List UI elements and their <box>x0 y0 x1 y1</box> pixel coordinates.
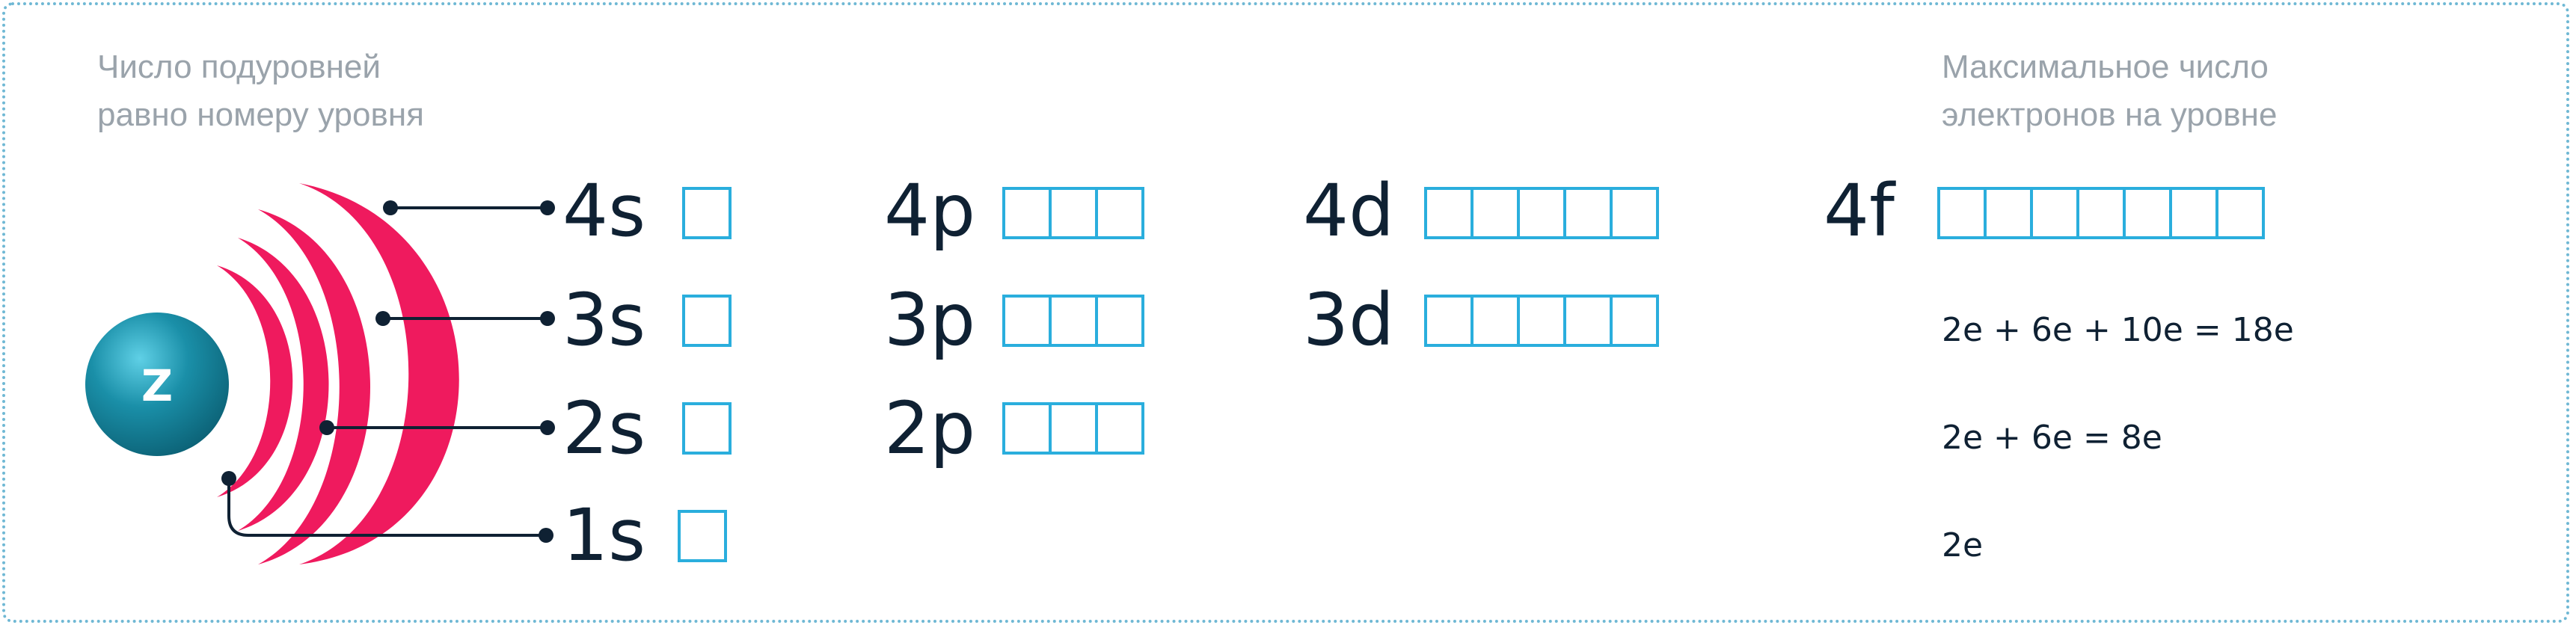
orbital-box <box>1095 295 1144 347</box>
orbital-box <box>1563 187 1613 239</box>
connectors <box>227 206 548 537</box>
shell-1 <box>217 265 293 497</box>
connector-1s <box>227 478 546 537</box>
orbitals-3p <box>1002 295 1144 347</box>
orbital-box <box>1471 295 1520 347</box>
orbital-box <box>1095 402 1144 455</box>
capacity-level-3: 2e + 6e + 10e = 18e <box>1942 311 2294 349</box>
shell-3 <box>258 209 370 564</box>
orbital-box <box>1517 295 1566 347</box>
orbital-box <box>1049 295 1098 347</box>
capacity-level-1: 2e <box>1942 526 1984 564</box>
dot-shell-2 <box>319 420 334 435</box>
orbitals-1s <box>678 510 727 562</box>
sublevel-label-2p: 2p <box>884 387 976 470</box>
orbital-box <box>1610 187 1659 239</box>
orbital-box <box>1424 295 1473 347</box>
orbital-box <box>1002 402 1052 455</box>
shell-2 <box>238 238 329 531</box>
orbital-box <box>1471 187 1520 239</box>
sublevel-label-4s: 4s <box>562 169 646 253</box>
orbital-box <box>2123 187 2172 239</box>
orbital-box <box>682 295 732 347</box>
orbitals-3s <box>682 295 732 347</box>
connector-dots <box>221 200 555 543</box>
sublevel-label-1s: 1s <box>562 493 646 577</box>
orbitals-4f <box>1937 187 2265 239</box>
sublevel-label-4f: 4f <box>1824 169 1895 253</box>
dot-shell-3 <box>375 311 390 326</box>
orbitals-2s <box>682 402 732 455</box>
dot-label-1s <box>539 528 553 543</box>
sublevel-label-4p: 4p <box>884 169 976 253</box>
electron-shells <box>217 183 459 564</box>
sublevel-label-3s: 3s <box>562 278 646 362</box>
orbital-box <box>1049 402 1098 455</box>
capacity-level-2: 2e + 6e = 8e <box>1942 419 2162 457</box>
orbital-box <box>1610 295 1659 347</box>
sublevel-label-2s: 2s <box>562 387 646 470</box>
nucleus: Z <box>85 313 229 456</box>
orbital-box <box>1002 295 1052 347</box>
orbital-box <box>1002 187 1052 239</box>
orbital-box <box>2076 187 2126 239</box>
max-electrons-note: Максимальное число электронов на уровне <box>1942 49 2278 133</box>
orbital-box <box>2215 187 2265 239</box>
orbital-box <box>682 402 732 455</box>
orbitals-4p <box>1002 187 1144 239</box>
sublevel-label-4d: 4d <box>1303 169 1395 253</box>
orbital-box <box>1937 187 1987 239</box>
orbital-box <box>1984 187 2033 239</box>
sublevel-count-note: Число подуровней равно номеру уровня <box>97 49 424 133</box>
orbital-box <box>2030 187 2079 239</box>
orbitals-4d <box>1424 187 1659 239</box>
dot-label-2s <box>540 420 555 435</box>
dot-shell-4 <box>383 200 398 215</box>
nucleus-label: Z <box>141 360 173 411</box>
orbital-box <box>1517 187 1566 239</box>
orbital-box <box>1095 187 1144 239</box>
orbital-box <box>678 510 727 562</box>
orbital-box <box>682 187 732 239</box>
orbital-box <box>1424 187 1473 239</box>
dot-label-4s <box>540 200 555 215</box>
dot-label-3s <box>540 311 555 326</box>
orbital-box <box>2169 187 2218 239</box>
orbitals-4s <box>682 187 732 239</box>
orbital-box <box>1049 187 1098 239</box>
orbitals-3d <box>1424 295 1659 347</box>
sublevel-label-3p: 3p <box>884 278 976 362</box>
orbitals-2p <box>1002 402 1144 455</box>
orbital-box <box>1563 295 1613 347</box>
nucleus-sphere <box>85 313 229 456</box>
dot-shell-1 <box>221 471 236 486</box>
shell-4 <box>299 183 459 564</box>
sublevel-label-3d: 3d <box>1303 278 1395 362</box>
